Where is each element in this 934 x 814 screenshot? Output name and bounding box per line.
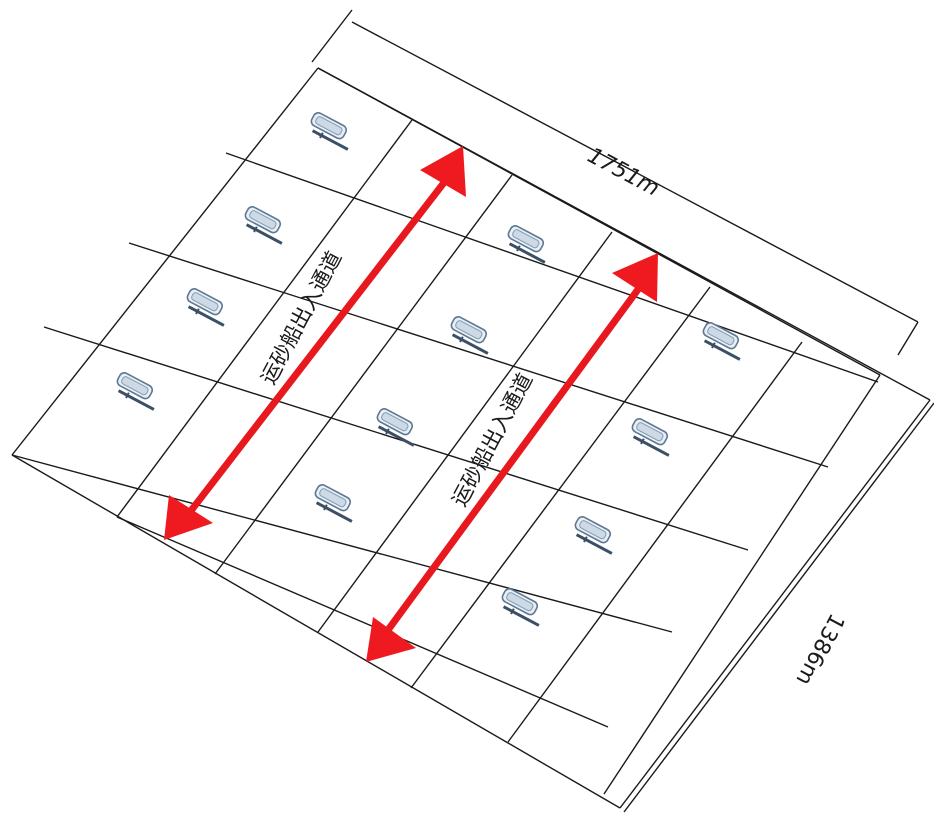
arrow-head-down [366,617,416,662]
grid-line [619,399,931,809]
grid-line [11,67,319,456]
grid-line [317,231,613,633]
grid-line [603,374,881,795]
arrow-head-up [420,146,466,197]
grid-line [43,326,749,551]
grid-line [214,174,513,575]
grid-line [317,67,931,401]
grid-line [128,242,829,468]
grid-line [116,516,609,728]
sand-dredger-ship-icon [238,203,293,248]
sand-dredger-ship-icon [304,109,359,154]
height-label: 1386m [790,609,848,689]
width-label: 1751m [583,143,663,201]
dimension-top: 1751m [311,9,919,356]
grid-line [410,286,711,689]
arrow-head-down [164,495,213,540]
dimension-right: 1386m [623,402,934,813]
sand-dredger-ship-icon [180,285,235,330]
sand-dredger-ship-icon [495,585,550,630]
sand-dredger-ship-icon [370,405,425,450]
sand-dredger-ship-icon [308,481,363,526]
sand-dredger-ship-icon [625,415,680,460]
grid [11,67,931,809]
grid-line [11,454,621,809]
grid-line [11,454,673,633]
grid-line [225,152,879,383]
sand-dredger-ship-icon [568,513,623,558]
grid-line [507,341,803,743]
sand-dredger-ship-icon [110,369,165,414]
sand-dredger-ship-icon [444,313,499,358]
arrow-head-up [612,253,658,302]
grid-line [116,119,413,518]
